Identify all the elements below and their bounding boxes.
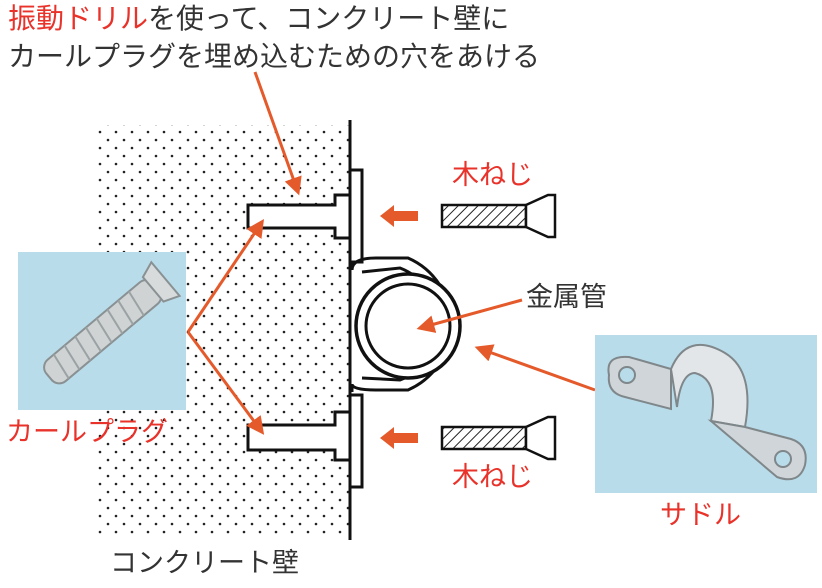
wood-screw-bottom (440, 415, 557, 461)
concrete-wall-label: コンクリート壁 (110, 548, 299, 579)
curl-plug-photo (18, 252, 186, 410)
screw-direction-arrow-top (380, 205, 418, 227)
saddle-flange-top (348, 168, 364, 264)
title-highlight: 振動ドリル (8, 2, 149, 35)
pointer-saddle (474, 344, 596, 392)
title-line-1: 振動ドリルを使って、コンクリート壁に (8, 2, 509, 36)
saddle-photo (595, 335, 817, 493)
screw-direction-arrow-bottom (380, 427, 418, 449)
wood-screw-top-label: 木ねじ (452, 160, 533, 191)
lower-plug-shape (246, 410, 350, 462)
saddle-flange-bottom (348, 393, 364, 489)
pointer-metal-pipe (416, 298, 523, 333)
metal-pipe-label: 金属管 (526, 282, 607, 313)
curl-plug-label: カールプラグ (6, 417, 168, 448)
wood-screw-bottom-label: 木ねじ (452, 462, 533, 493)
title-line-2: カールプラグを埋め込むための穴をあける (8, 40, 541, 73)
upper-plug-shape (246, 193, 350, 240)
pointer-plug-lower (186, 331, 265, 435)
pointer-drill-hole (253, 71, 302, 196)
metal-pipe-inner (364, 282, 452, 370)
wood-screw-top (440, 193, 557, 239)
title-line-1-rest: を使って、コンクリート壁に (148, 2, 510, 35)
saddle-label: サドル (660, 500, 741, 531)
pointer-plug-upper (186, 219, 265, 333)
